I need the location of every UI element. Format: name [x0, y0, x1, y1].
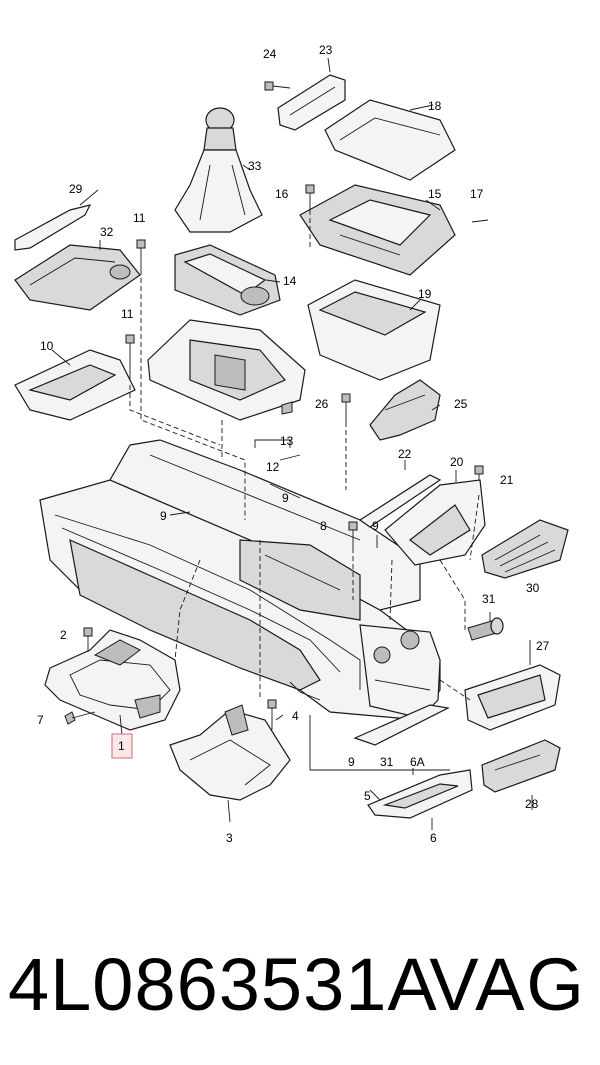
part-19-storage-bin — [307, 279, 441, 381]
callout-22: 22 — [398, 447, 412, 461]
part-31-socket — [467, 617, 504, 641]
part-27-storage-compartment — [464, 664, 561, 731]
callout-10: 10 — [40, 339, 54, 353]
part-6-tray — [367, 769, 473, 819]
callout-13: 13 — [280, 434, 294, 448]
leader-lines — [51, 57, 533, 830]
callout-32: 32 — [100, 225, 114, 239]
part-14-shift-trim — [174, 244, 281, 316]
callout-20: 20 — [450, 455, 464, 469]
callout-28: 28 — [525, 797, 539, 811]
callout-8: 8 — [320, 519, 327, 533]
part-13-console-upper — [147, 319, 306, 421]
part-22-trim-strip — [358, 474, 442, 528]
callout-14: 14 — [283, 274, 297, 288]
part-20-trim-housing — [384, 479, 486, 566]
callout-17: 17 — [470, 187, 484, 201]
callout-25: 25 — [454, 397, 468, 411]
callout-9-center: 9 — [282, 491, 289, 505]
callout-31-right: 31 — [482, 592, 496, 606]
part-15-bracket-carrier — [299, 184, 456, 276]
brand-label: VAG — [429, 943, 586, 1026]
part-18-cover-plate — [324, 99, 456, 181]
callout-30: 30 — [526, 581, 540, 595]
part-28-control-panel — [481, 739, 561, 793]
callout-5: 5 — [364, 789, 371, 803]
part-3-support-bracket — [169, 704, 291, 823]
part-1-bracket-frame — [44, 629, 181, 736]
callout-2: 2 — [60, 628, 67, 642]
screw-parts — [64, 81, 489, 730]
callout-1: 1 — [118, 739, 125, 753]
center-console-body — [39, 439, 441, 721]
part-23-clip-bracket — [277, 74, 346, 131]
callout-9-right: 9 — [372, 519, 379, 533]
callout-6a: 6A — [410, 755, 425, 769]
callout-12: 12 — [266, 460, 280, 474]
callout-3: 3 — [226, 831, 233, 845]
part-25-mount-bracket — [369, 379, 441, 441]
part-32-switch-panel — [14, 244, 141, 311]
callout-9-bottom: 9 — [348, 755, 355, 769]
part-30-air-vent — [481, 519, 569, 579]
callout-labels: 1 2 3 4 5 6 6A 7 8 9 9 9 9 10 11 11 12 1… — [37, 43, 550, 845]
callout-21: 21 — [500, 473, 514, 487]
part-33-gear-knob-boot — [174, 107, 263, 233]
part-6a-trim-strip — [353, 704, 450, 746]
callout-33: 33 — [248, 159, 262, 173]
part-10-storage-tray — [14, 349, 136, 421]
callout-27: 27 — [536, 639, 550, 653]
callout-7: 7 — [37, 713, 44, 727]
part-29-trim-strip — [14, 204, 92, 251]
callout-9-left: 9 — [160, 509, 167, 523]
callout-11-mid: 11 — [121, 307, 134, 321]
callout-15: 15 — [428, 187, 442, 201]
callout-31-bottom: 31 — [380, 755, 394, 769]
callout-26: 26 — [315, 397, 329, 411]
callout-29: 29 — [69, 182, 83, 196]
exploded-parts-diagram: 1 2 3 4 5 6 6A 7 8 9 9 9 9 10 11 11 12 1… — [14, 43, 569, 845]
footer: 4L0863531A VAG — [0, 930, 600, 1040]
callout-4: 4 — [292, 709, 299, 723]
part-number-label: 4L0863531A — [8, 943, 438, 1026]
callout-6: 6 — [430, 831, 437, 845]
callout-24: 24 — [263, 47, 277, 61]
part-1-highlight-box — [111, 733, 133, 759]
callout-18: 18 — [428, 99, 442, 113]
callout-16: 16 — [275, 187, 289, 201]
callout-11-top: 11 — [133, 211, 146, 225]
callout-23: 23 — [319, 43, 333, 57]
callout-19: 19 — [418, 287, 432, 301]
